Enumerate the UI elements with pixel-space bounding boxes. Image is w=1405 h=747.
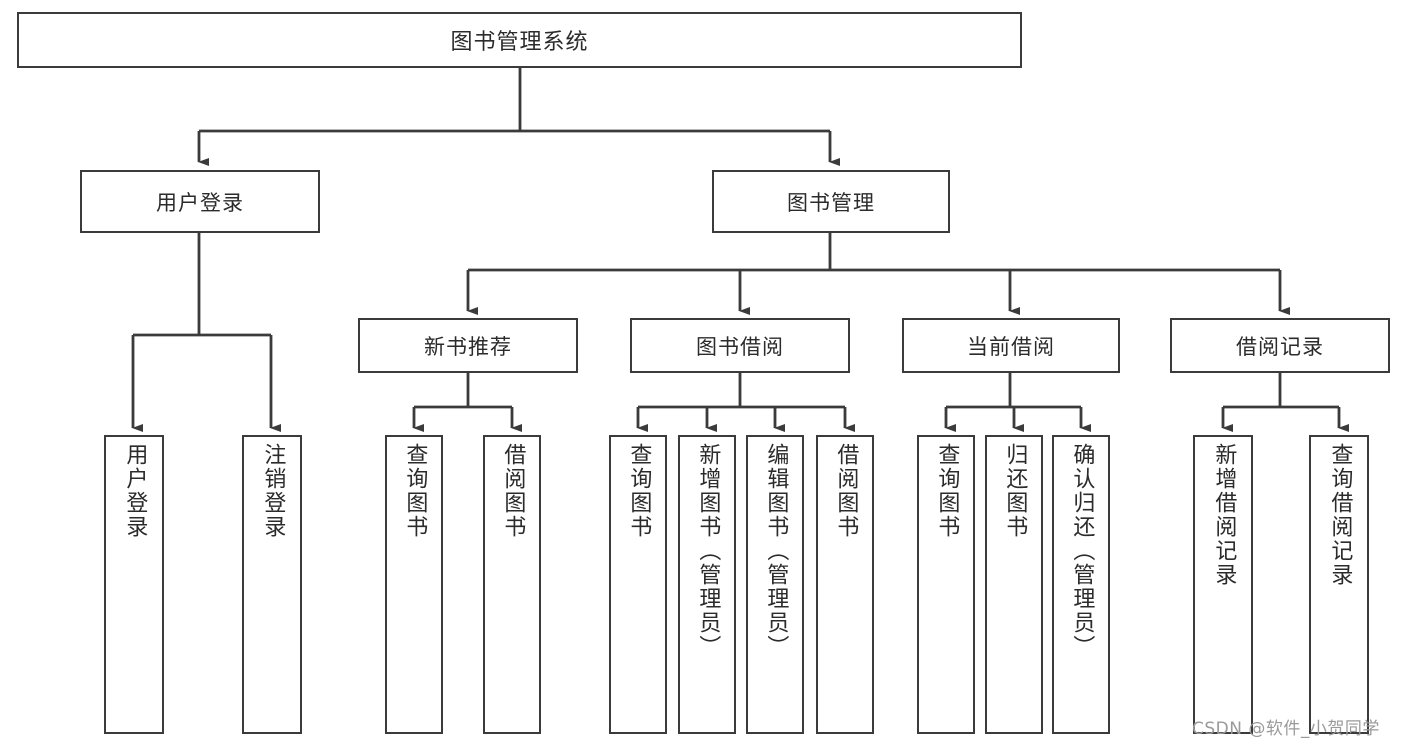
node-current-borrow-label: 当前借阅 — [967, 334, 1055, 359]
node-borrow-record-label: 借阅记录 — [1236, 334, 1324, 359]
node-leaf-add-record-label: 新增借阅记录 — [1211, 443, 1237, 587]
node-leaf-return-book[interactable]: 归还图书 — [985, 435, 1043, 734]
node-leaf-add-book[interactable]: 新增图书（管理员） — [678, 435, 736, 734]
node-leaf-query-book-3-label: 查询图书 — [934, 443, 960, 539]
node-leaf-add-record[interactable]: 新增借阅记录 — [1193, 435, 1253, 734]
node-leaf-query-book-1-label: 查询图书 — [402, 443, 428, 539]
node-book-borrow-label: 图书借阅 — [696, 334, 784, 359]
node-new-book-recommend[interactable]: 新书推荐 — [358, 318, 578, 373]
node-book-manage[interactable]: 图书管理 — [712, 170, 950, 233]
node-new-book-recommend-label: 新书推荐 — [424, 334, 512, 359]
node-root-label: 图书管理系统 — [450, 30, 589, 55]
node-root[interactable]: 图书管理系统 — [17, 12, 1022, 68]
node-leaf-query-record-label: 查询借阅记录 — [1327, 443, 1353, 587]
node-leaf-add-book-label: 新增图书（管理员） — [695, 443, 721, 659]
node-leaf-borrow-book-1[interactable]: 借阅图书 — [483, 435, 541, 734]
node-borrow-record[interactable]: 借阅记录 — [1170, 318, 1390, 373]
node-leaf-confirm-return-label: 确认归还（管理员） — [1069, 443, 1095, 659]
node-leaf-query-book-2[interactable]: 查询图书 — [609, 435, 667, 734]
node-book-manage-label: 图书管理 — [787, 190, 875, 215]
node-leaf-edit-book[interactable]: 编辑图书（管理员） — [746, 435, 804, 734]
node-leaf-user-login-label: 用户登录 — [122, 443, 148, 539]
node-leaf-query-record[interactable]: 查询借阅记录 — [1309, 435, 1369, 734]
node-leaf-borrow-book-2-label: 借阅图书 — [833, 443, 859, 539]
node-leaf-confirm-return[interactable]: 确认归还（管理员） — [1052, 435, 1110, 734]
node-current-borrow[interactable]: 当前借阅 — [902, 318, 1120, 373]
node-leaf-edit-book-label: 编辑图书（管理员） — [763, 443, 789, 659]
node-leaf-borrow-book-2[interactable]: 借阅图书 — [816, 435, 874, 734]
node-leaf-query-book-2-label: 查询图书 — [626, 443, 652, 539]
node-user-login[interactable]: 用户登录 — [80, 170, 320, 233]
node-leaf-user-login[interactable]: 用户登录 — [104, 435, 164, 734]
node-book-borrow[interactable]: 图书借阅 — [630, 318, 850, 373]
node-leaf-return-book-label: 归还图书 — [1002, 443, 1028, 539]
node-leaf-logout-label: 注销登录 — [260, 443, 286, 539]
node-leaf-query-book-1[interactable]: 查询图书 — [385, 435, 443, 734]
node-user-login-label: 用户登录 — [156, 190, 244, 215]
watermark-text: CSDN @软件_小贺同学 — [1192, 719, 1380, 739]
node-leaf-query-book-3[interactable]: 查询图书 — [917, 435, 975, 734]
node-leaf-logout[interactable]: 注销登录 — [242, 435, 302, 734]
node-leaf-borrow-book-1-label: 借阅图书 — [500, 443, 526, 539]
